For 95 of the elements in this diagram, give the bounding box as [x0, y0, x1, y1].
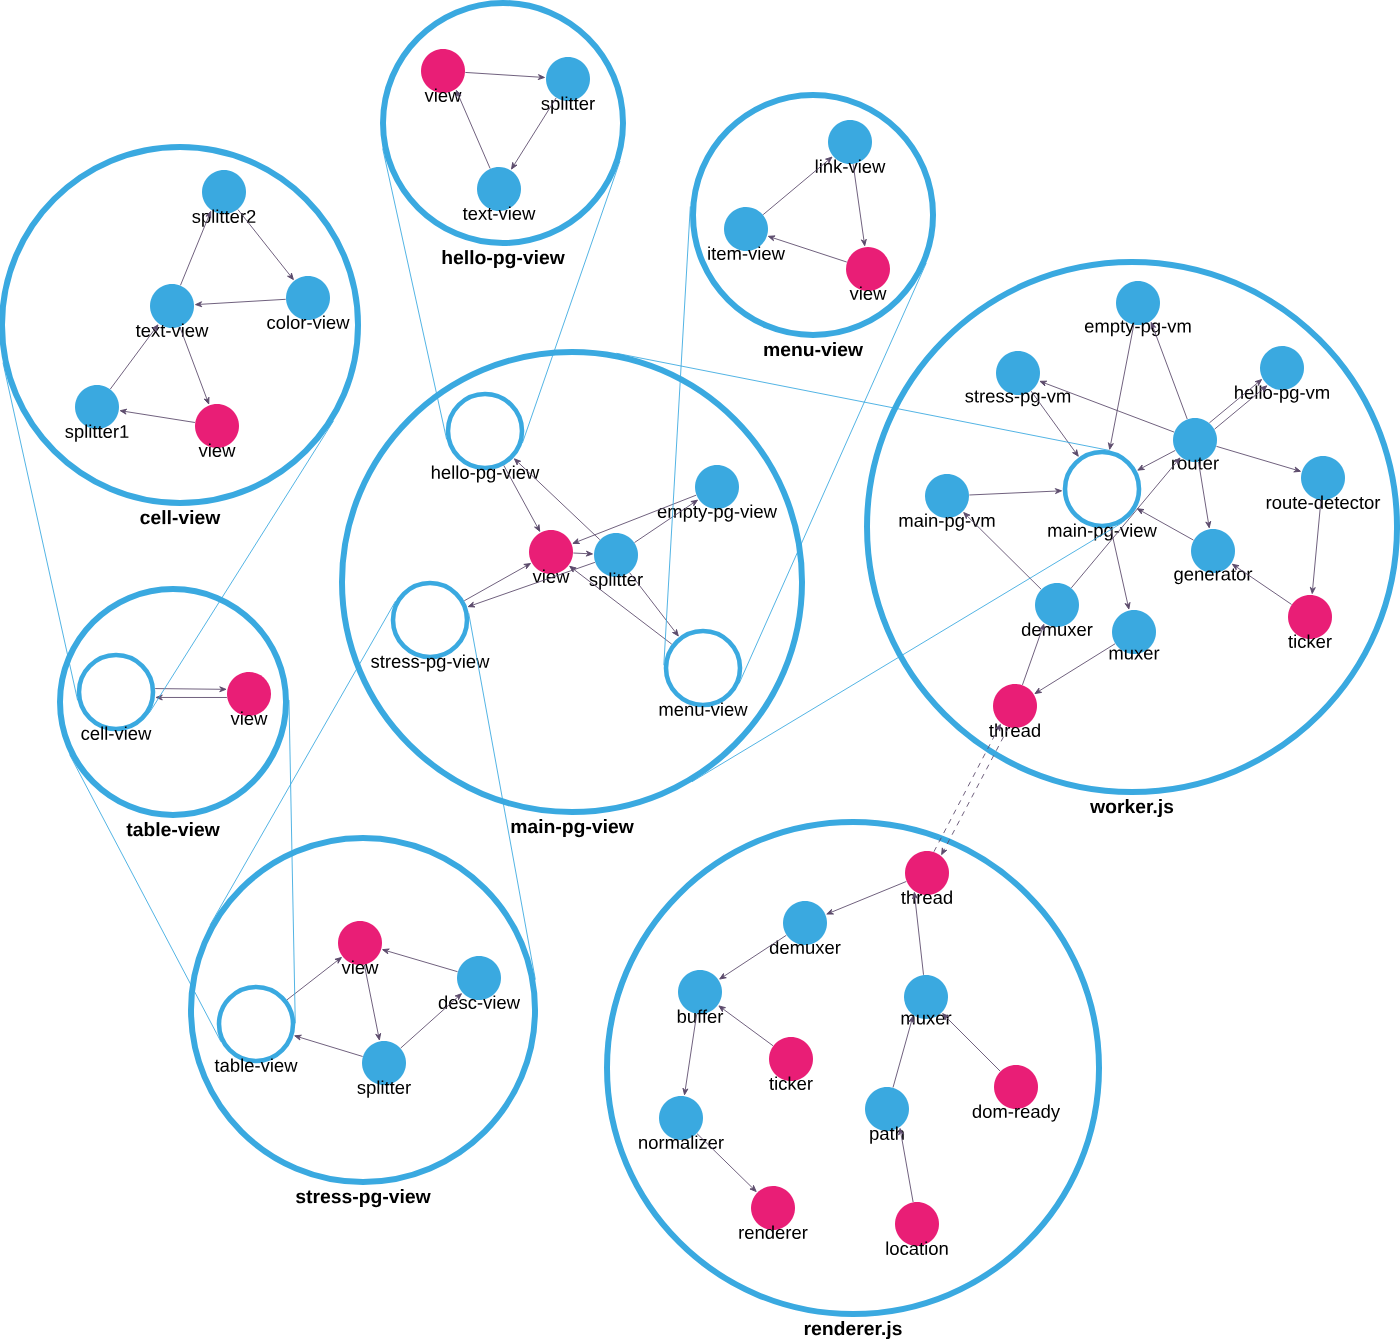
zoom-line: [738, 262, 927, 684]
arrow: [1110, 526, 1131, 610]
node-label: renderer.js: [804, 1321, 902, 1340]
arrow: [503, 465, 541, 532]
arrow: [572, 550, 593, 557]
node-label: route-detector: [1266, 495, 1381, 510]
arrow: [629, 572, 679, 637]
node-label: generator: [1174, 568, 1253, 585]
arrow: [109, 324, 159, 390]
arrow: [179, 326, 210, 405]
arrow: [294, 1034, 364, 1057]
arrow: [1030, 390, 1079, 457]
arrow: [942, 1013, 1001, 1072]
node-label: empty-pg-vm: [1084, 320, 1191, 337]
node-label: hello-pg-vm: [1235, 385, 1329, 403]
node-label: stress-pg-view: [296, 1189, 431, 1208]
zoom-line: [616, 352, 1110, 451]
arrow: [286, 957, 342, 1001]
arrow: [455, 89, 491, 169]
arrow: [898, 1128, 914, 1203]
node-label: hello-pg-view: [431, 465, 540, 483]
node-label: splitter1: [65, 424, 129, 442]
arrow: [941, 726, 1009, 856]
node-label: hello-pg-view: [442, 250, 565, 269]
arrow: [119, 408, 196, 423]
arrow: [1136, 508, 1194, 541]
arrow: [682, 1013, 698, 1096]
arrow: [1108, 324, 1135, 450]
arrow: [634, 499, 698, 543]
arrow: [696, 1133, 757, 1192]
arrow: [154, 686, 227, 693]
arrow: [572, 494, 697, 544]
node-label: normalizer: [639, 1135, 724, 1150]
arrow: [933, 723, 1001, 853]
node-label: table-view: [214, 1058, 298, 1072]
arrow: [826, 881, 907, 915]
arrow: [464, 72, 545, 81]
arrow: [195, 298, 287, 308]
arrow: [767, 235, 848, 263]
node-label: main-pg-vm: [899, 513, 995, 531]
arrow: [237, 209, 294, 280]
arrow: [1034, 643, 1116, 694]
arrow: [363, 964, 382, 1041]
arrow: [155, 694, 228, 701]
arrow: [852, 163, 867, 247]
zoom-line: [468, 612, 536, 981]
arrow: [513, 458, 601, 541]
arrow: [1039, 380, 1175, 433]
node-label: table-view: [126, 822, 220, 837]
arrow: [1309, 499, 1322, 594]
node-label: main-pg-view: [1048, 523, 1157, 541]
arrow: [892, 1016, 915, 1088]
arrow: [382, 948, 458, 973]
arrow: [963, 512, 1042, 590]
arrow: [1137, 449, 1176, 471]
node-label: splitter2: [192, 209, 256, 227]
arrow: [762, 156, 833, 216]
arrow: [1232, 563, 1292, 605]
zoom-line: [382, 148, 447, 440]
arrow: [718, 1005, 774, 1047]
node-label: worker.js: [1090, 799, 1174, 818]
node-label: menu-view: [659, 702, 748, 716]
node-label: main-pg-view: [511, 819, 634, 838]
node-label: menu-view: [764, 342, 863, 357]
zoom-line: [691, 522, 1123, 783]
arrow: [467, 561, 596, 608]
zoom-line: [2, 362, 78, 701]
arrow: [912, 892, 924, 976]
node-label: dom-ready: [972, 1104, 1061, 1122]
node-label: stress-pg-view: [371, 654, 490, 672]
node-label: cell-view: [140, 510, 221, 525]
node-label: stress-pg-vm: [965, 390, 1071, 407]
arrow: [1070, 457, 1181, 589]
arrow: [1198, 461, 1212, 529]
zoom-line: [663, 206, 691, 666]
arrow: [400, 993, 462, 1049]
arrow: [1022, 623, 1045, 686]
arrow: [1216, 445, 1301, 473]
zoom-line: [288, 699, 296, 1024]
node-label: empty-pg-view: [657, 504, 778, 522]
arrow: [1214, 385, 1268, 430]
arrow: [1208, 379, 1262, 424]
arrow: [180, 210, 212, 286]
arrow: [1150, 321, 1188, 420]
zoom-line: [521, 160, 621, 444]
node-label: desc-view: [438, 995, 521, 1010]
zoom-line: [69, 754, 222, 1043]
arrow: [463, 563, 531, 602]
arrow: [569, 565, 673, 645]
zoom-line: [148, 420, 334, 714]
arrow: [511, 97, 557, 170]
zoom-line: [209, 600, 397, 926]
arrow: [719, 934, 787, 980]
arrow: [968, 488, 1062, 496]
node-label: color-view: [267, 315, 350, 330]
